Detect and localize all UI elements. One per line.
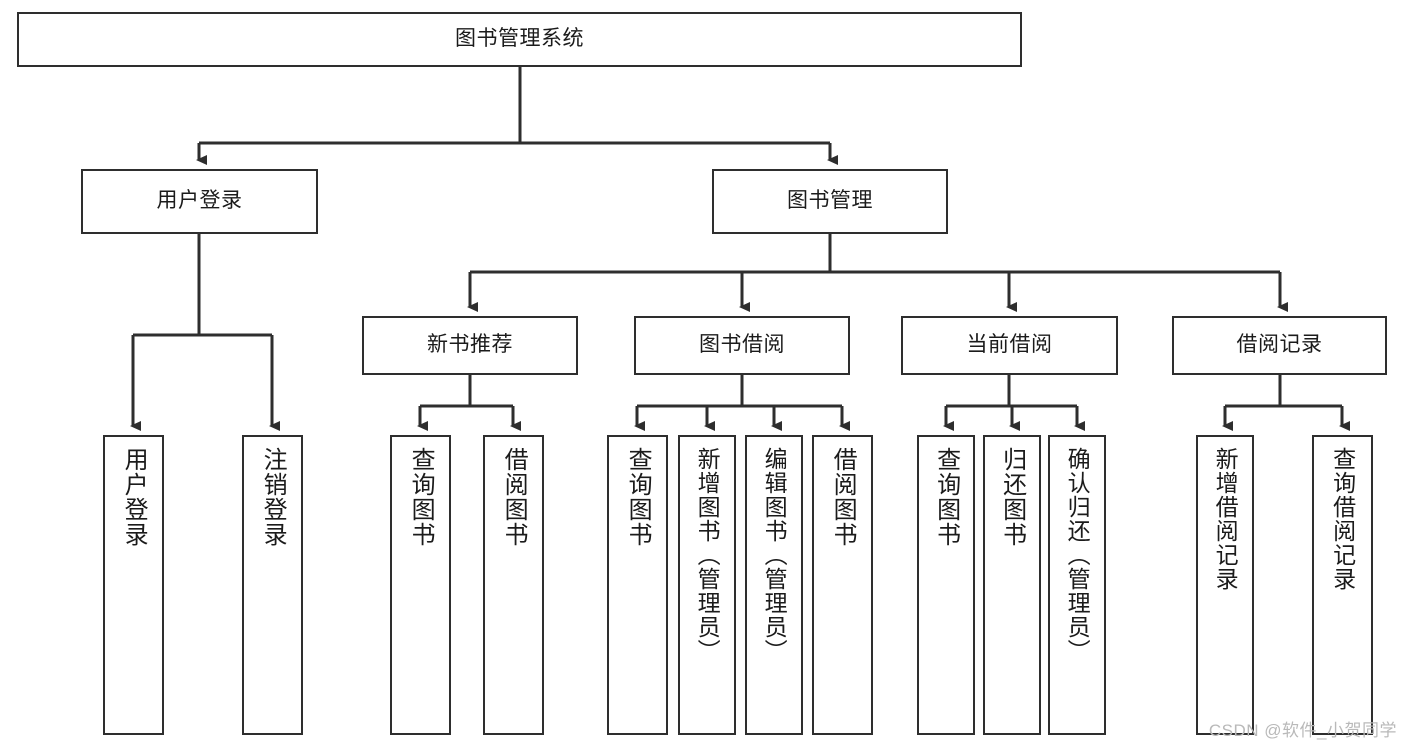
node-user-login[interactable]: 用户登录 (81, 169, 318, 234)
node-new-book-recommend[interactable]: 新书推荐 (362, 316, 578, 375)
node-leaf-query-book-recommend[interactable]: 查询图书 (390, 435, 451, 735)
node-leaf-borrow-book-recommend[interactable]: 借阅图书 (483, 435, 544, 735)
node-book-manage-label: 图书管理 (787, 189, 873, 213)
node-leaf-add-record-label: 新增借阅记录 (1212, 447, 1239, 591)
node-leaf-borrow-book[interactable]: 借阅图书 (812, 435, 873, 735)
node-leaf-query-book-recommend-label: 查询图书 (407, 447, 435, 547)
node-leaf-confirm-return-label: 确认归还（管理员） (1064, 447, 1091, 663)
node-leaf-return-book-label: 归还图书 (998, 447, 1026, 547)
node-leaf-add-record[interactable]: 新增借阅记录 (1196, 435, 1254, 735)
node-leaf-return-book[interactable]: 归还图书 (983, 435, 1041, 735)
node-user-login-label: 用户登录 (156, 189, 243, 213)
node-leaf-add-book-label: 新增图书（管理员） (694, 447, 721, 663)
watermark-text: CSDN @软件_小贺同学 (1208, 721, 1397, 740)
node-root-label: 图书管理系统 (455, 27, 584, 51)
node-leaf-query-book-borrow[interactable]: 查询图书 (607, 435, 668, 735)
node-leaf-query-book-current[interactable]: 查询图书 (917, 435, 975, 735)
node-leaf-query-record[interactable]: 查询借阅记录 (1312, 435, 1373, 735)
node-leaf-user-login-label: 用户登录 (120, 447, 148, 547)
node-leaf-confirm-return[interactable]: 确认归还（管理员） (1048, 435, 1106, 735)
node-borrow-record-label: 借阅记录 (1236, 333, 1323, 357)
node-book-manage[interactable]: 图书管理 (712, 169, 948, 234)
node-leaf-logout-label: 注销登录 (259, 447, 287, 547)
node-leaf-edit-book[interactable]: 编辑图书（管理员） (745, 435, 803, 735)
node-leaf-query-book-current-label: 查询图书 (932, 447, 960, 547)
node-leaf-edit-book-label: 编辑图书（管理员） (761, 447, 788, 663)
node-leaf-logout[interactable]: 注销登录 (242, 435, 303, 735)
node-current-borrow[interactable]: 当前借阅 (901, 316, 1118, 375)
node-leaf-query-record-label: 查询借阅记录 (1329, 447, 1356, 591)
node-current-borrow-label: 当前借阅 (966, 333, 1053, 357)
node-leaf-borrow-book-recommend-label: 借阅图书 (500, 447, 528, 547)
node-new-book-recommend-label: 新书推荐 (427, 333, 513, 357)
node-root[interactable]: 图书管理系统 (17, 12, 1022, 67)
node-borrow-record[interactable]: 借阅记录 (1172, 316, 1387, 375)
node-book-borrow[interactable]: 图书借阅 (634, 316, 850, 375)
node-book-borrow-label: 图书借阅 (699, 333, 785, 357)
node-leaf-query-book-borrow-label: 查询图书 (624, 447, 652, 547)
node-leaf-user-login[interactable]: 用户登录 (103, 435, 164, 735)
node-leaf-borrow-book-label: 借阅图书 (829, 447, 857, 547)
node-leaf-add-book[interactable]: 新增图书（管理员） (678, 435, 736, 735)
